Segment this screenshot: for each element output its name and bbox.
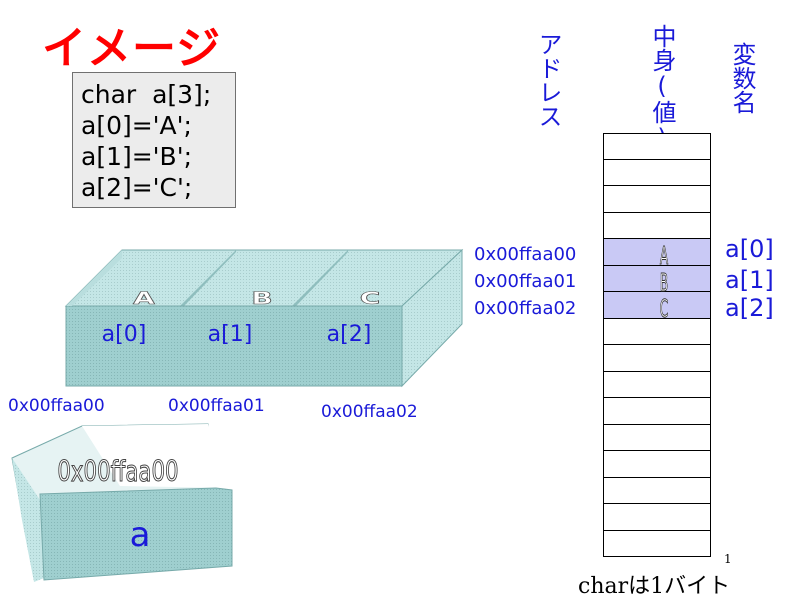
memory-cell (603, 186, 711, 213)
variable-name: a[2] (725, 294, 774, 322)
memory-cell (603, 477, 711, 504)
box-label: a[1] (208, 322, 253, 347)
memory-cell (603, 504, 711, 531)
memory-address: 0x00ffaa02 (474, 298, 577, 319)
memory-cell (603, 451, 711, 478)
box-label: a[2] (327, 322, 372, 347)
code-line: char a[3]; (81, 80, 212, 109)
memory-cell (603, 133, 711, 160)
code-line: a[0]='A'; (81, 111, 192, 140)
memory-cell (603, 345, 711, 372)
memory-cell (603, 265, 711, 292)
variable-name: a[1] (725, 266, 774, 294)
box-divider (180, 250, 236, 306)
box-label: a[0] (102, 322, 147, 347)
pointer-box-left-face (12, 458, 44, 582)
memory-cell (603, 159, 711, 186)
code-box: char a[3]; a[0]='A'; a[1]='B'; a[2]='C'; (72, 72, 236, 208)
pointer-box-paper (82, 424, 232, 488)
address-header: アドレス (534, 32, 562, 128)
box-letter: B (251, 289, 272, 308)
box-right-face (401, 248, 463, 388)
footer-note: charは1バイト (578, 574, 731, 599)
variable-name: a[0] (725, 235, 774, 263)
box-address: 0x00ffaa00 (8, 396, 105, 416)
pointer-box-label: a (130, 515, 151, 555)
box-letter: C (360, 289, 381, 308)
variable-header: 変数名 (728, 42, 756, 114)
memory-cell (603, 292, 711, 319)
box-left-edge (66, 250, 122, 306)
box-address: 0x00ffaa01 (168, 396, 265, 416)
code-line: a[1]='B'; (81, 142, 192, 171)
pointer-box-content: 0x00ffaa00 (57, 455, 178, 488)
page-number: 1 (724, 552, 732, 566)
memory-address: 0x00ffaa00 (474, 244, 577, 265)
code-line: a[2]='C'; (81, 173, 193, 202)
box-address: 0x00ffaa02 (321, 402, 418, 422)
memory-cell (603, 371, 711, 398)
memory-cell (603, 398, 711, 425)
memory-cell (603, 530, 711, 557)
memory-cell (603, 239, 711, 266)
memory-address: 0x00ffaa01 (474, 271, 577, 292)
memory-cell (603, 212, 711, 239)
pointer-box-front-face (39, 487, 233, 581)
memory-cell (603, 318, 711, 345)
page-title: イメージ (42, 23, 222, 74)
value-header: 中身(値) (648, 24, 676, 152)
box-letter: A (133, 289, 155, 308)
memory-cell (603, 424, 711, 451)
box-divider (292, 250, 348, 306)
